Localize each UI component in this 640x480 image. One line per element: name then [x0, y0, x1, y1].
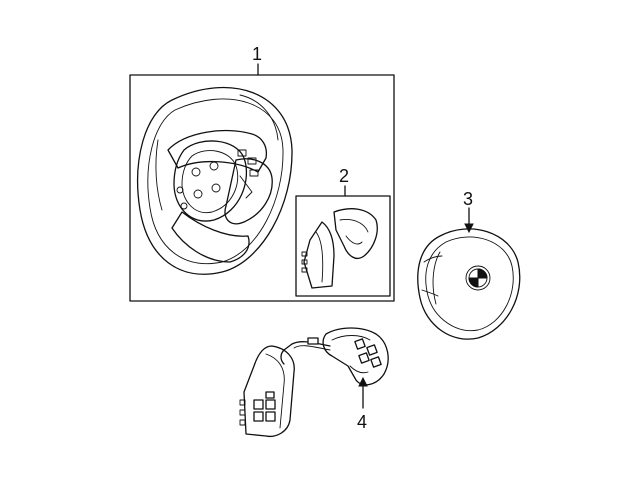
assembly-box-1 [129, 74, 395, 302]
callout-3-arrowhead [464, 223, 474, 234]
sub-box-2 [295, 195, 391, 297]
wheel-trim-cover-icon [301, 208, 378, 289]
callout-number-1: 1 [252, 44, 262, 64]
callout-number-4: 4 [357, 412, 367, 432]
callout-3: 3 [463, 189, 474, 234]
steering-wheel-icon [137, 86, 293, 275]
airbag-module-icon [417, 228, 521, 340]
steering-wheel-switch-icon [239, 327, 389, 438]
callout-number-2: 2 [339, 166, 349, 186]
callout-2: 2 [339, 166, 349, 197]
callout-1: 1 [252, 44, 262, 76]
callout-4: 4 [357, 376, 368, 432]
callout-number-3: 3 [463, 189, 473, 209]
